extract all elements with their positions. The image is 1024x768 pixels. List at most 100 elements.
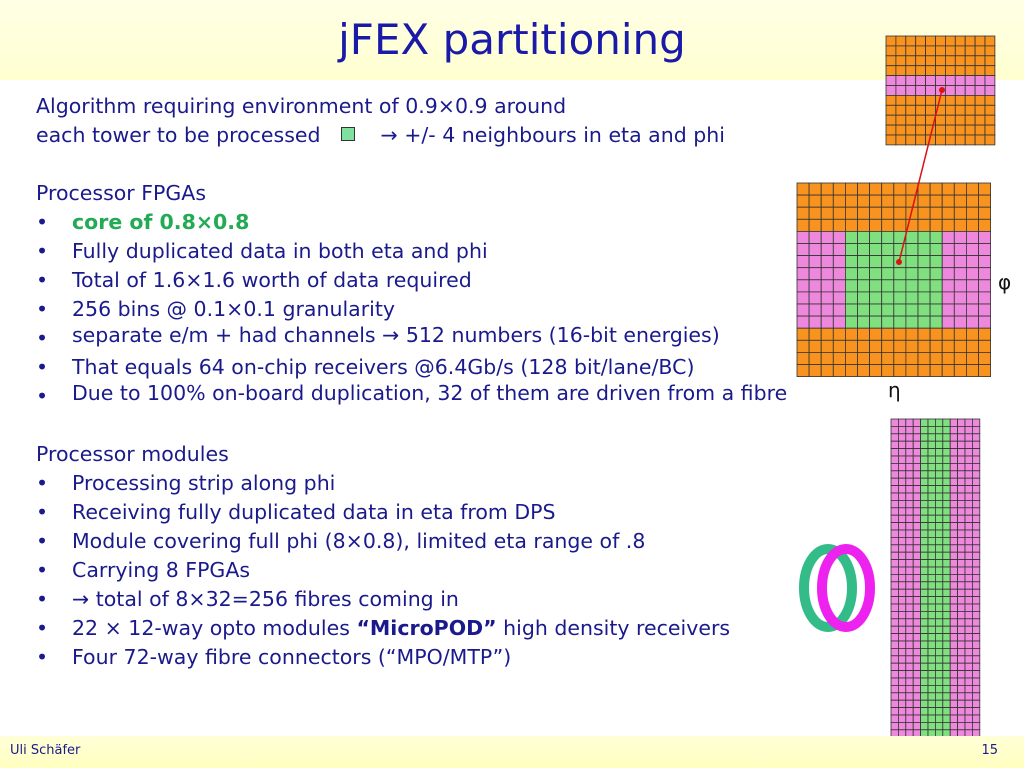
- grid-cell: [890, 625, 899, 635]
- grid-cell: [935, 722, 944, 731]
- grid-cell: [929, 351, 943, 365]
- grid-cell: [927, 611, 936, 620]
- grid-cell: [957, 699, 966, 709]
- bullet-icon: •: [36, 500, 49, 524]
- list-item: •Receiving fully duplicated data in eta …: [36, 498, 856, 527]
- grid-cell: [898, 485, 907, 494]
- grid-cell: [984, 134, 996, 146]
- grid-cell: [964, 588, 973, 598]
- grid-cell: [898, 640, 907, 649]
- grid-cell: [920, 418, 929, 427]
- grid-cell: [974, 134, 986, 146]
- grid-cell: [964, 625, 973, 635]
- grid-cell: [964, 514, 973, 524]
- grid-cell: [927, 640, 936, 649]
- grid-cell: [890, 648, 899, 657]
- grid-cell: [898, 596, 907, 605]
- grid-cell: [945, 85, 956, 96]
- grid-cell: [942, 433, 951, 442]
- grid-cell: [972, 670, 981, 679]
- grid-cell: [895, 134, 907, 146]
- grid-cell: [953, 255, 967, 269]
- grid-cell: [927, 522, 936, 531]
- grid-cell: [890, 588, 899, 598]
- grid-cell: [949, 455, 959, 464]
- grid-cell: [957, 588, 966, 598]
- grid-cell: [920, 618, 929, 627]
- grid-cell: [935, 514, 944, 524]
- grid-cell: [964, 448, 973, 457]
- grid-cell: [957, 492, 966, 501]
- grid-cell: [905, 327, 919, 341]
- grid-cell: [912, 611, 922, 620]
- grid-cell: [964, 722, 973, 731]
- grid-cell: [905, 194, 919, 208]
- bullet-icon: •: [36, 587, 49, 611]
- grid-cell: [912, 714, 922, 723]
- grid-cell: [927, 722, 936, 731]
- grid-cell: [912, 633, 922, 642]
- grid-cell: [920, 544, 929, 553]
- list-item-text: separate e/m + had channels: [72, 323, 383, 347]
- grid-cell: [885, 134, 897, 146]
- grid-cell: [972, 559, 981, 568]
- grid-cell: [915, 95, 927, 106]
- grid-cell: [927, 492, 936, 501]
- grid-cell: [935, 544, 944, 553]
- grid-cell: [927, 418, 936, 427]
- grid-cell: [912, 477, 922, 487]
- grid-cell: [964, 85, 976, 96]
- grid-cell: [912, 566, 922, 575]
- grid-cell: [972, 722, 981, 731]
- grid-cell: [949, 499, 959, 509]
- grid-cell: [927, 499, 936, 509]
- grid-cell: [929, 303, 943, 317]
- grid-cell: [905, 267, 919, 281]
- grid-cell: [898, 433, 907, 442]
- grid-cell: [881, 339, 895, 353]
- fpga-heading: Processor FPGAs: [36, 181, 206, 205]
- grid-cell: [935, 670, 944, 679]
- grid-cell: [935, 95, 946, 106]
- grid-cell: [912, 529, 922, 538]
- grid-cell: [972, 477, 981, 487]
- grid-cell: [890, 559, 899, 568]
- grid-cell: [905, 470, 914, 479]
- grid-cell: [905, 514, 914, 524]
- list-item-text: Fully duplicated data in both eta and ph…: [72, 239, 488, 263]
- grid-cell: [964, 559, 973, 568]
- grid-cell: [920, 537, 929, 546]
- grid-cell: [941, 351, 955, 365]
- grid-cell: [964, 670, 973, 679]
- tower-icon: [340, 127, 355, 141]
- grid-cell: [890, 722, 899, 731]
- grid-cell: [949, 440, 959, 450]
- grid-cell: [957, 559, 966, 568]
- grid-cell: [978, 255, 992, 269]
- grid-cell: [917, 327, 931, 341]
- list-item-text: Total of 1.6×1.6 worth of data required: [72, 268, 472, 292]
- grid-cell: [941, 315, 955, 329]
- grid-cell: [966, 206, 979, 220]
- grid-cell: [912, 537, 922, 546]
- grid-cell: [912, 551, 922, 561]
- grid-cell: [905, 722, 914, 731]
- grid-cell: [927, 670, 936, 679]
- grid-cell: [890, 618, 899, 627]
- title-band: [0, 0, 1024, 80]
- grid-cell: [935, 418, 944, 427]
- grid-cell: [935, 603, 944, 612]
- grid-cell: [898, 522, 907, 531]
- grid-cell: [869, 279, 883, 293]
- grid-cell: [949, 425, 959, 435]
- grid-cell: [869, 218, 883, 232]
- grid-cell: [935, 104, 946, 116]
- grid-cell: [935, 559, 944, 568]
- grid-cell: [912, 640, 922, 649]
- grid-cell: [905, 477, 914, 487]
- grid-cell: [890, 492, 899, 501]
- grid-cell: [917, 194, 931, 208]
- grid-cell: [912, 692, 922, 701]
- grid-cell: [927, 625, 936, 635]
- grid-cell: [912, 462, 922, 472]
